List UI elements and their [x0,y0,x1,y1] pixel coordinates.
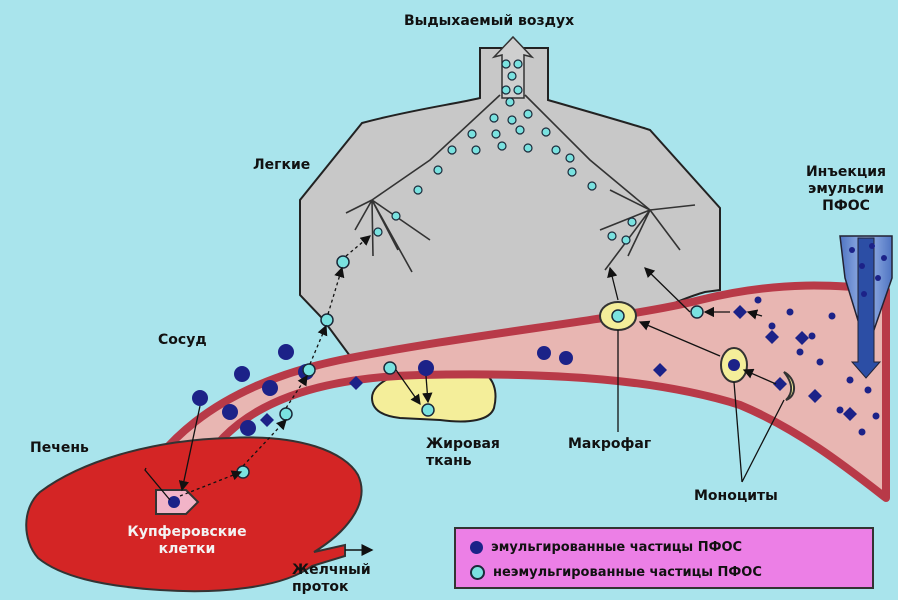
legend-item-unemulsified: неэмульгированные частицы ПФОС [470,562,762,582]
legend-label-emulsified: эмульгированные частицы ПФОС [491,540,742,555]
lungs-label: Легкие [253,157,310,174]
bile-duct-label-line2: проток [292,579,371,596]
macrophage-cell [600,302,636,330]
legend: эмульгированные частицы ПФОС неэмульгиро… [454,527,874,589]
kupffer-label-line2: клетки [112,541,262,558]
injection-label-line3: ПФОС [800,198,892,215]
kupffer-label: Купферовские клетки [112,524,262,558]
emulsified-particle-icon [470,541,483,554]
kupffer-label-line1: Купферовские [112,524,262,541]
injection-label-line2: эмульсии [800,181,892,198]
monocytes-label: Моноциты [694,488,778,505]
legend-item-emulsified: эмульгированные частицы ПФОС [470,537,742,557]
bile-duct-label: Желчный проток [292,562,371,596]
fat-tissue-label-line1: Жировая [426,436,500,453]
macrophage-label: Макрофаг [568,436,651,453]
fat-tissue-label: Жировая ткань [426,436,500,470]
vessel-label: Сосуд [158,332,207,349]
injection-label: Инъекция эмульсии ПФОС [800,164,892,215]
liver-label: Печень [30,440,89,457]
exhaled-air-label: Выдыхаемый воздух [404,13,574,30]
legend-label-unemulsified: неэмульгированные частицы ПФОС [493,565,762,580]
bile-duct-label-line1: Желчный [292,562,371,579]
fat-tissue-label-line2: ткань [426,453,500,470]
kupffer-particle [168,496,180,508]
unemulsified-particle-icon [470,565,485,580]
injection-label-line1: Инъекция [800,164,892,181]
